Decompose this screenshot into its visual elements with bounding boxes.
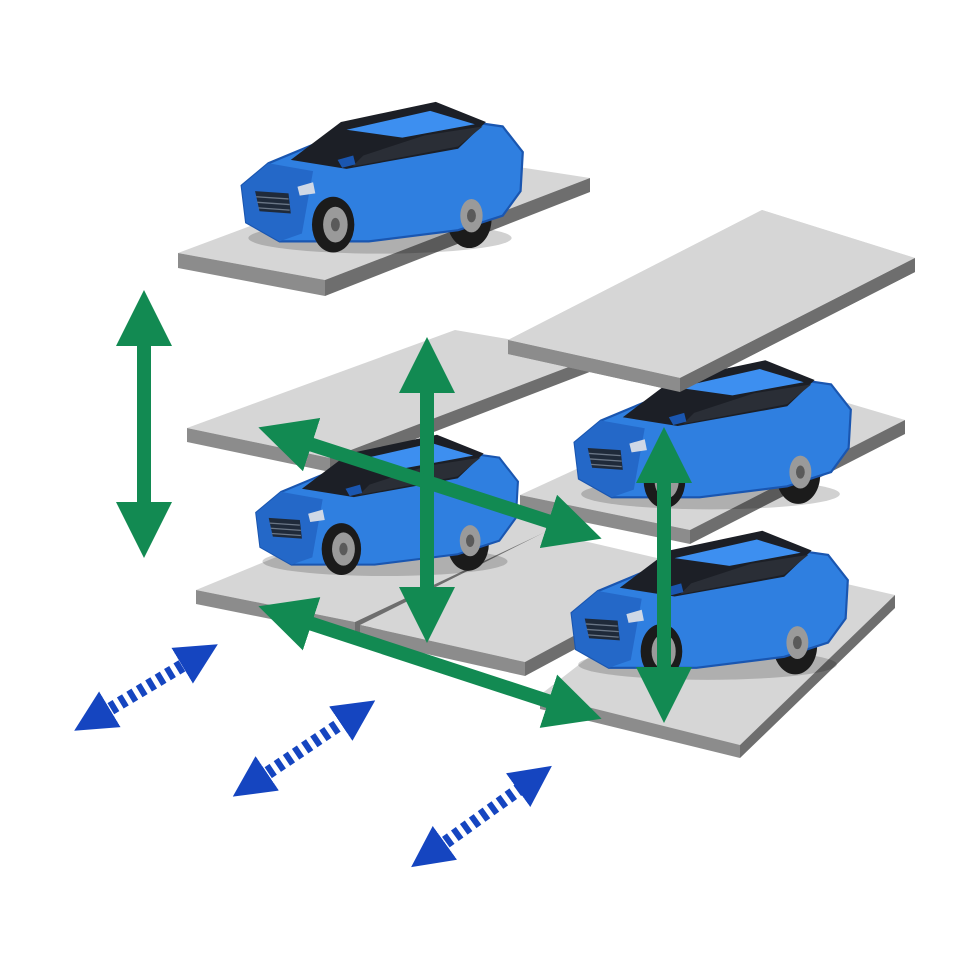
shift-arrow-lower (258, 597, 602, 728)
movement-arrows (116, 290, 692, 728)
entry-arrow-3 (411, 765, 552, 868)
entry-arrow-1 (74, 644, 218, 731)
entry-arrow-2 (232, 700, 376, 797)
car-mid-right-icon (573, 359, 853, 511)
entry-arrows (74, 644, 552, 868)
pallet-upper-right-overlay (508, 210, 915, 378)
car-top-icon (240, 100, 524, 255)
shift-arrow-upper (258, 417, 602, 549)
